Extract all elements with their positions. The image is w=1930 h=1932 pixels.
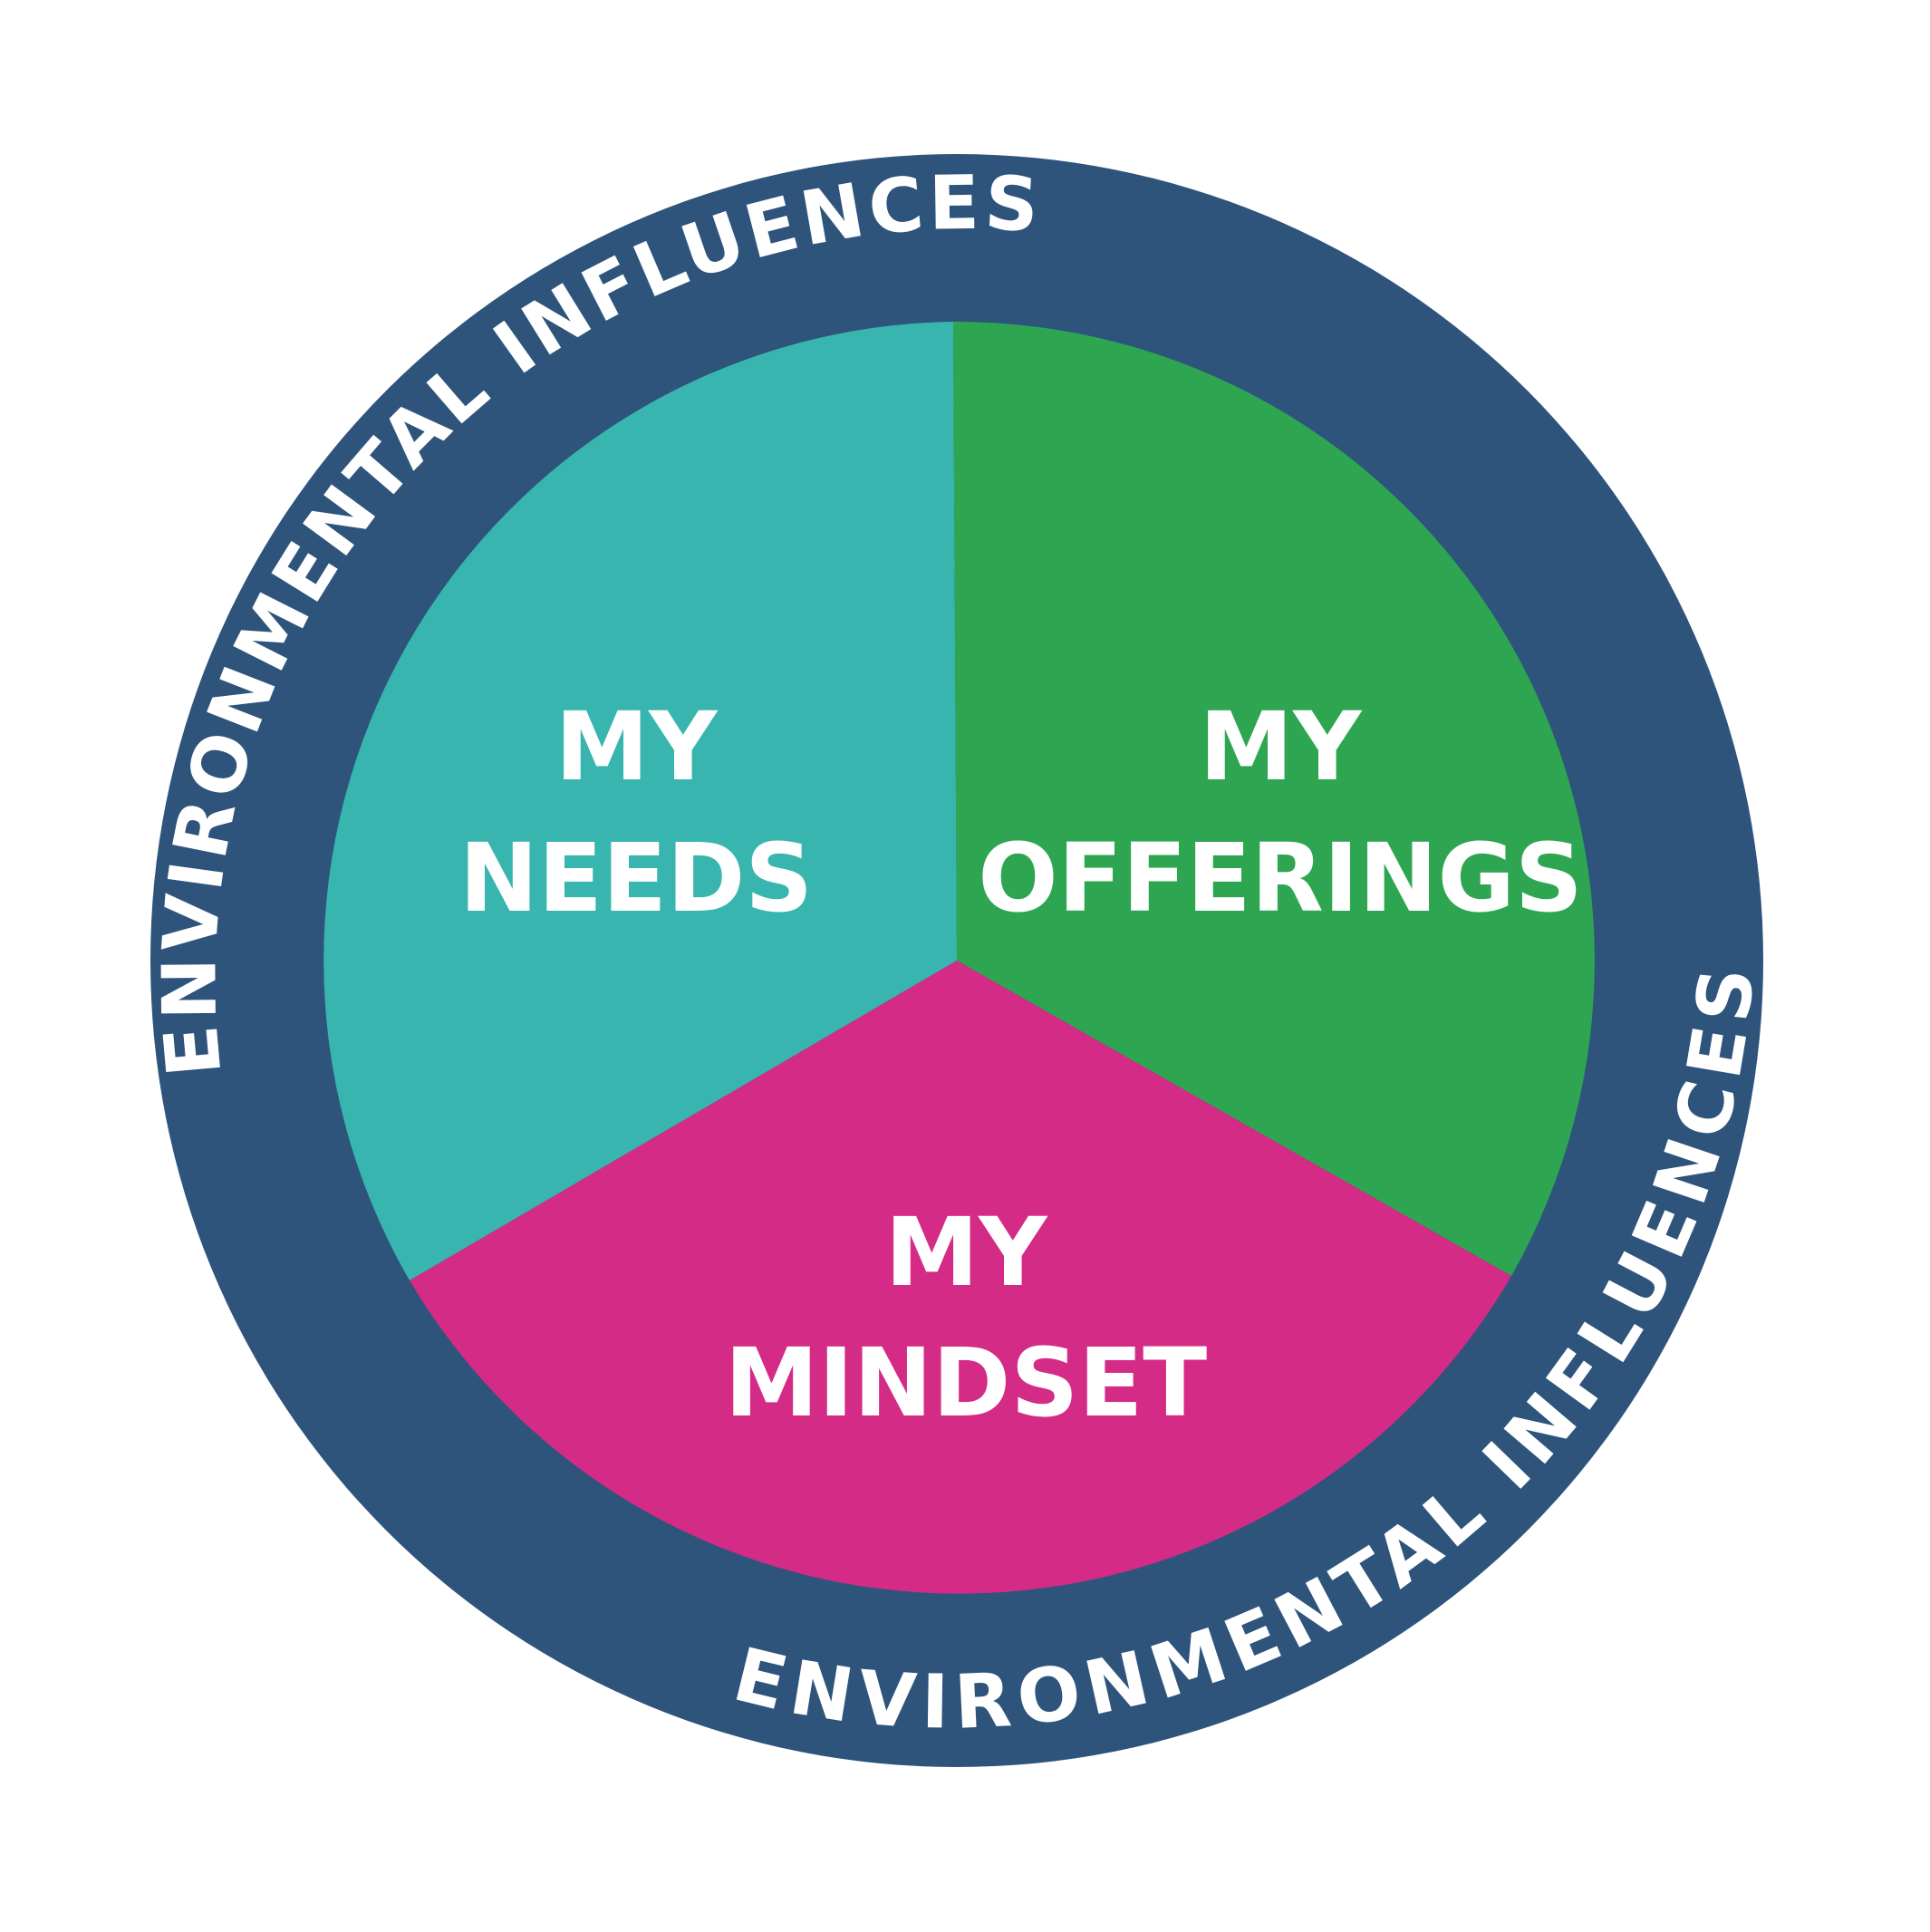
segment-needs (323, 322, 958, 1280)
needs-label-line1: MY (555, 691, 719, 802)
segment-mindset (410, 961, 1511, 1594)
needs-label-line2: NEEDS (459, 823, 813, 933)
mindset-label-line2: MINDSET (725, 1328, 1208, 1438)
segment-offerings (953, 321, 1595, 1276)
offerings-label-line2: OFFERINGS (978, 823, 1583, 933)
offerings-label-line1: MY (1200, 691, 1363, 802)
mindset-label-line1: MY (885, 1197, 1048, 1308)
